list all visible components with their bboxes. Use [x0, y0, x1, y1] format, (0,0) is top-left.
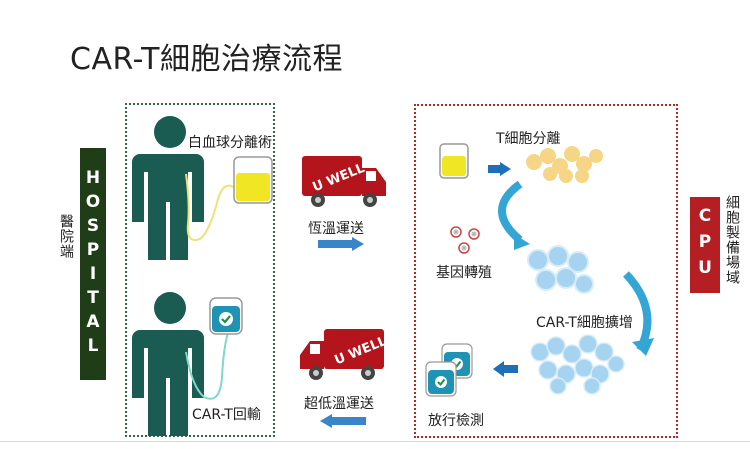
hospital-box	[125, 103, 275, 437]
person-top-icon	[132, 116, 237, 260]
hospital-bar: HOSPITAL	[80, 148, 106, 380]
curved-arrow-2-icon	[623, 271, 654, 356]
curved-arrow-1-icon	[498, 180, 530, 250]
hospital-bar-text: HOSPITAL	[83, 168, 103, 360]
page-title: CAR-T細胞治療流程	[70, 42, 343, 77]
arrow-left-icon	[320, 414, 366, 428]
transduced-cells-icon	[527, 245, 594, 294]
transport-bottom-label: 超低溫運送	[304, 396, 374, 412]
transport-top-label: 恆溫運送	[308, 221, 364, 237]
virus-icon	[450, 226, 480, 254]
hospital-side-label: 醫院端	[58, 214, 74, 259]
step-leukapheresis: 白血球分離術	[188, 135, 272, 151]
step-gene-transduction: 基因轉殖	[436, 265, 492, 281]
step-release-testing: 放行檢測	[428, 413, 484, 429]
sample-tube-icon	[439, 143, 469, 179]
expanded-cells-icon	[530, 334, 625, 395]
cpu-bar-text: CPU	[695, 206, 715, 284]
blood-bag-icon	[233, 156, 273, 204]
truck-top-icon: U WELL	[302, 156, 386, 207]
cpu-side-label: 細胞製備場域	[724, 195, 740, 285]
person-bottom-icon	[132, 292, 233, 436]
arrow-left-small-icon	[493, 361, 518, 377]
step-t-cell-isolation: T細胞分離	[496, 131, 561, 147]
t-cells-icon	[526, 146, 603, 183]
cpu-bar: CPU	[690, 197, 720, 293]
step-car-t-expansion: CAR-T細胞擴增	[536, 315, 633, 331]
divider	[0, 441, 750, 442]
release-bags-icon	[425, 343, 473, 397]
truck-bottom-icon: U WELL	[300, 329, 389, 380]
arrow-right-small-icon	[488, 162, 511, 176]
arrow-right-icon	[318, 237, 364, 251]
cart-bag-icon	[209, 297, 243, 335]
step-reinfusion: CAR-T回輸	[192, 407, 261, 423]
cpu-box	[414, 104, 678, 438]
